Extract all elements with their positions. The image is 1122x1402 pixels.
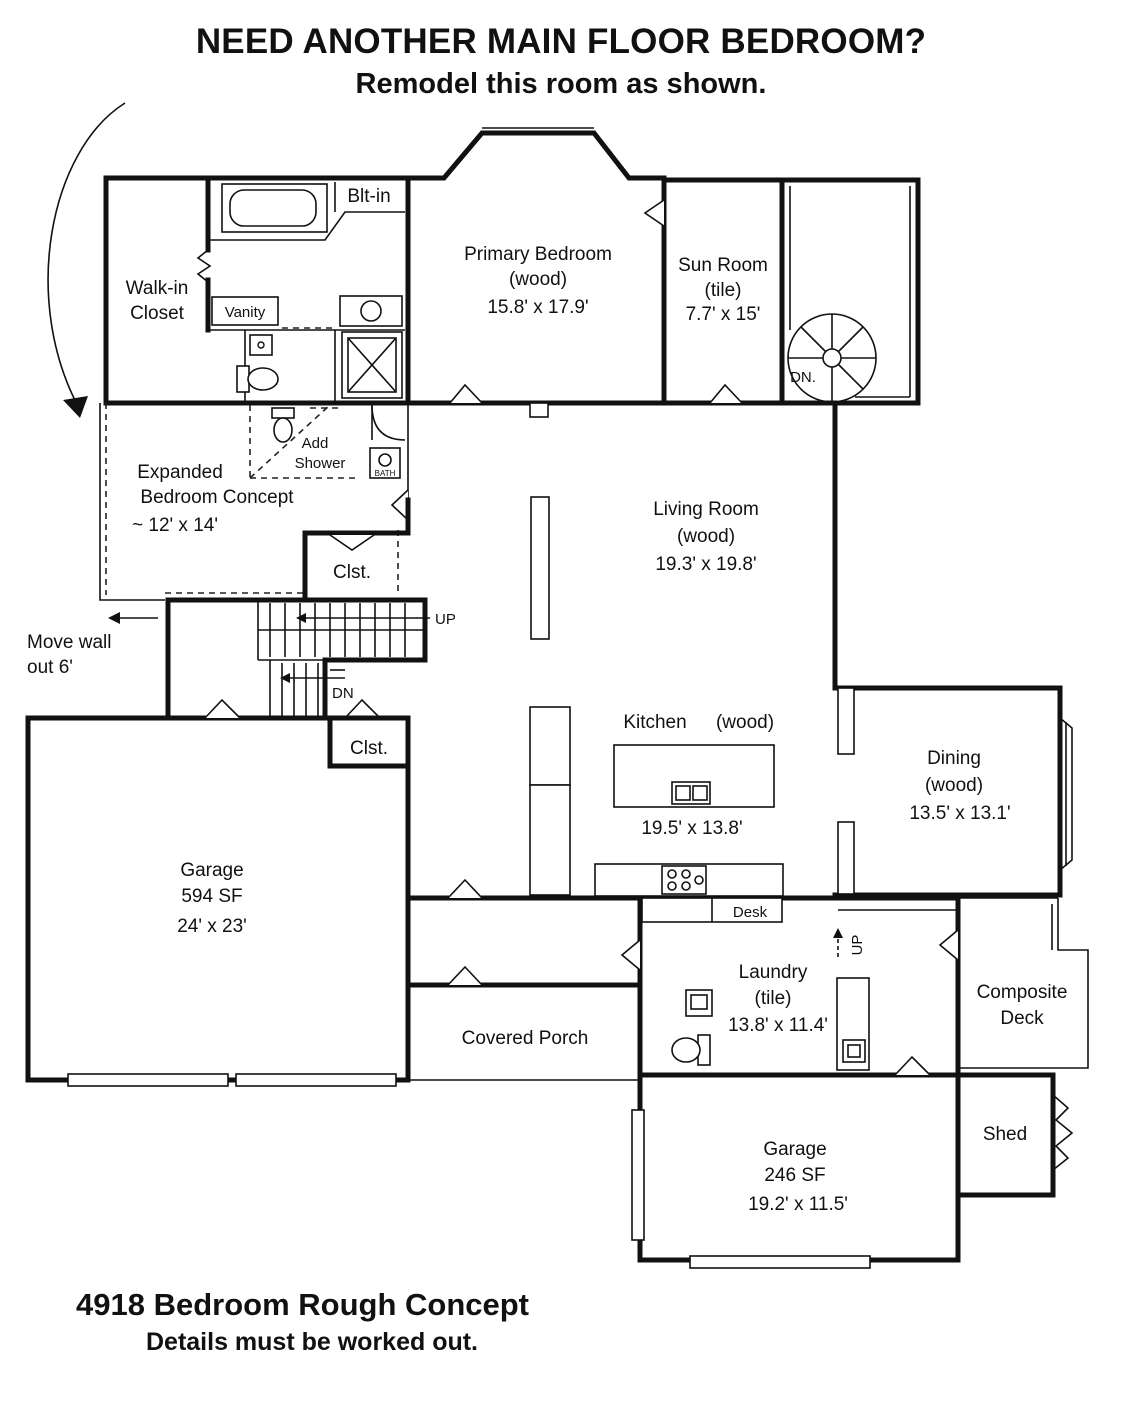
composite-deck-label-2: Deck [1000, 1008, 1044, 1029]
small-garage-name: Garage [763, 1139, 826, 1160]
expanded-bedroom-label-1: Expanded [137, 462, 223, 483]
garage-closet [327, 715, 411, 769]
bath-sink-icon [369, 447, 401, 479]
composite-deck-label-1: Composite [977, 982, 1068, 1003]
primary-bedroom [405, 127, 667, 406]
living-room-size: 19.3' x 19.8' [655, 554, 756, 575]
walk-in-closet-label-1: Walk-in [126, 278, 189, 299]
primary-bedroom-floor: (wood) [509, 269, 567, 290]
footer-title: 4918 Bedroom Rough Concept [76, 1287, 529, 1322]
main-garage-size: 24' x 23' [177, 916, 247, 937]
covered-porch-name: Covered Porch [462, 1028, 589, 1049]
down-arrow-icon [280, 669, 345, 683]
column [529, 402, 549, 418]
up-arrow-icon [833, 928, 843, 960]
primary-bedroom-name: Primary Bedroom [464, 244, 612, 265]
stairs-up-label: UP [435, 611, 456, 628]
upper-closet [302, 497, 411, 598]
kitchen-sink-icon [671, 781, 711, 805]
toilet-icon [236, 365, 279, 393]
dining-size: 13.5' x 13.1' [909, 803, 1010, 824]
composite-deck [958, 897, 1089, 1069]
expanded-bedroom-size: ~ 12' x 14' [132, 515, 218, 536]
spiral-down-label: DN. [790, 369, 816, 386]
stair-treads [269, 603, 406, 716]
small-garage-area: 246 SF [764, 1165, 825, 1186]
upper-closet-label: Clst. [333, 562, 371, 583]
round-sink-icon [339, 295, 403, 327]
desk-label: Desk [733, 904, 768, 921]
sun-room-floor: (tile) [705, 280, 742, 301]
expanded-bedroom-label-2: Bedroom Concept [140, 487, 294, 508]
laundry-name: Laundry [739, 962, 808, 983]
vanity-label: Vanity [225, 304, 266, 321]
laundry-sink-icon [685, 989, 713, 1017]
primary-bedroom-size: 15.8' x 17.9' [487, 297, 588, 318]
toilet-icon [671, 1034, 711, 1066]
living-room [530, 400, 838, 691]
move-wall-label-2: out 6' [27, 657, 73, 678]
small-garage-size: 19.2' x 11.5' [748, 1194, 848, 1215]
walk-in-closet-label-2: Closet [130, 303, 185, 324]
move-wall-arrow [108, 612, 158, 624]
stairs-down-label: DN [332, 685, 354, 702]
vanity [211, 296, 279, 326]
bath-label: BATH [375, 469, 396, 478]
sun-room-name: Sun Room [678, 255, 768, 276]
dining-name: Dining [927, 748, 981, 769]
kitchen-floor: (wood) [716, 712, 774, 733]
door-icon [643, 199, 665, 227]
closet-door-icon [196, 249, 212, 283]
remodel-arrow [47, 102, 126, 418]
dining-floor: (wood) [925, 775, 983, 796]
bathtub-icon [221, 183, 328, 233]
east-deck [779, 177, 921, 406]
living-room-name: Living Room [653, 499, 759, 520]
hallway-walls [405, 878, 643, 1081]
expanded-bedroom-concept [99, 403, 399, 601]
door-icon [709, 383, 743, 404]
move-wall-label-1: Move wall [27, 632, 111, 653]
spiral-stair-icon [787, 313, 877, 403]
kitchen-name: Kitchen [623, 712, 686, 733]
utility-sink-icon [842, 1039, 866, 1063]
laundry-size: 13.8' x 11.4' [728, 1015, 828, 1036]
door-icon [390, 489, 409, 521]
laundry-floor: (tile) [755, 988, 792, 1009]
page-title: NEED ANOTHER MAIN FLOOR BEDROOM? [195, 22, 927, 61]
sun-room-size: 7.7' x 15' [686, 304, 761, 325]
sink-icon [249, 334, 273, 356]
shed-name: Shed [983, 1124, 1027, 1145]
add-shower-label-1: Add [302, 435, 329, 452]
up-arrow-icon [296, 613, 430, 623]
laundry-up-label: UP [849, 935, 866, 956]
main-garage-area: 594 SF [181, 886, 242, 907]
garage-closet-label: Clst. [350, 738, 388, 759]
staircase [165, 597, 428, 721]
page-subtitle: Remodel this room as shown. [355, 68, 767, 100]
shower-icon [341, 331, 403, 399]
small-garage [631, 1055, 961, 1269]
built-in-label: Blt-in [347, 186, 390, 207]
stove-icon [661, 865, 707, 895]
shed [955, 1072, 1074, 1198]
dining-room [832, 685, 1073, 898]
toilet-icon [271, 407, 295, 443]
kitchen-size: 19.5' x 13.8' [641, 818, 742, 839]
footer-note: Details must be worked out. [146, 1328, 479, 1356]
door-swing-icon [371, 404, 406, 441]
living-room-floor: (wood) [677, 526, 735, 547]
main-garage-name: Garage [180, 860, 243, 881]
add-shower-label-2: Shower [295, 455, 346, 472]
door-icon [449, 383, 483, 404]
